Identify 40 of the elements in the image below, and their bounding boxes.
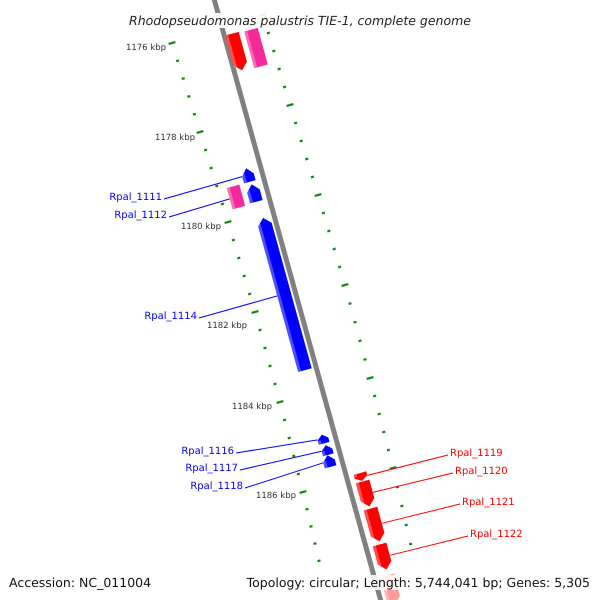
gene-label: Rpal_1122 bbox=[470, 529, 523, 540]
leader-line bbox=[389, 536, 468, 556]
scale-label: 1176 kbp bbox=[126, 43, 166, 53]
leader-line bbox=[240, 450, 322, 470]
gene-feature bbox=[258, 218, 312, 372]
gene-label: Rpal_1117 bbox=[185, 463, 238, 474]
leader-line bbox=[198, 295, 278, 318]
accession-text: Accession: NC_011004 bbox=[9, 574, 152, 590]
gene-label: Rpal_1111 bbox=[109, 192, 162, 203]
gene-label: Rpal_1116 bbox=[181, 446, 234, 457]
gene-feature bbox=[242, 168, 256, 184]
gene-feature bbox=[364, 506, 384, 542]
gene-feature bbox=[322, 445, 334, 456]
gene-feature bbox=[244, 28, 268, 68]
leader-line bbox=[236, 439, 318, 454]
scale-label: 1184 kbp bbox=[232, 402, 272, 412]
gene-feature bbox=[246, 184, 263, 204]
leader-line bbox=[372, 472, 454, 493]
leader-line bbox=[381, 504, 460, 524]
gene-label: Rpal_1120 bbox=[455, 466, 508, 477]
leader-line bbox=[244, 462, 324, 488]
scale-label: 1182 kbp bbox=[206, 321, 247, 331]
gene-feature bbox=[372, 542, 392, 570]
map-title: Rhodopseudomonas palustris TIE-1, complete genome bbox=[129, 13, 471, 28]
leader-line bbox=[366, 454, 448, 476]
leader-line bbox=[164, 176, 243, 200]
scale-label: 1186 kbp bbox=[256, 491, 296, 501]
gene-feature bbox=[318, 434, 330, 445]
gene-label: Rpal_1121 bbox=[462, 497, 515, 508]
gene-feature bbox=[322, 455, 336, 468]
gene-feature bbox=[354, 471, 368, 481]
gene-label: Rpal_1119 bbox=[450, 448, 503, 459]
gene-label: Rpal_1114 bbox=[144, 311, 197, 322]
gene-label: Rpal_1112 bbox=[114, 210, 167, 221]
gene-feature bbox=[226, 184, 246, 210]
scale-label: 1180 kbp bbox=[180, 222, 221, 232]
leader-line bbox=[168, 198, 230, 218]
gene-label: Rpal_1118 bbox=[190, 481, 243, 492]
scale-label: 1178 kbp bbox=[154, 133, 195, 143]
gene-feature bbox=[225, 32, 247, 70]
